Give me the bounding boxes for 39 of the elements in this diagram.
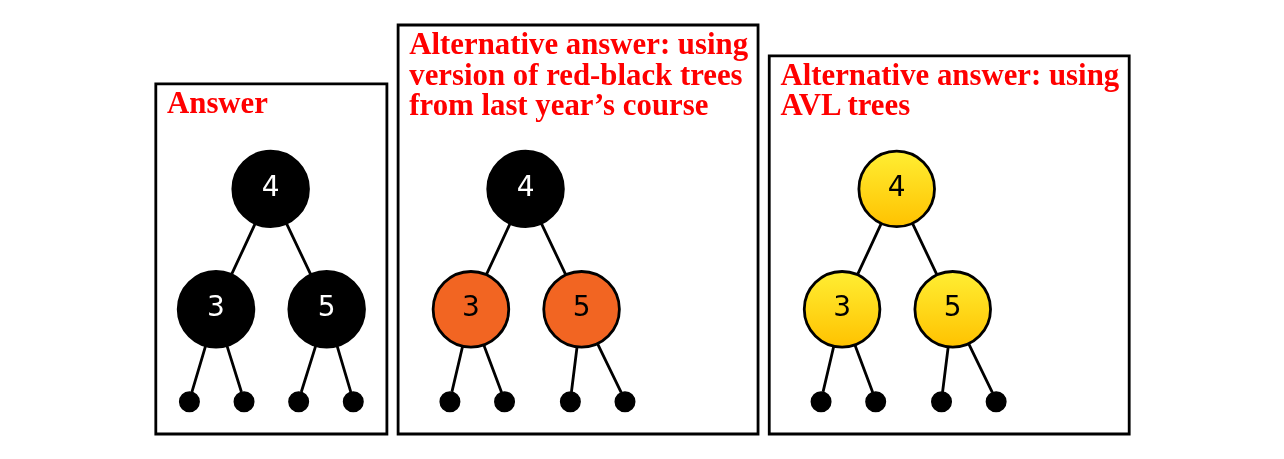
connector <box>335 345 352 393</box>
node-circle <box>985 391 1007 413</box>
connector <box>855 223 882 276</box>
connector <box>190 345 207 393</box>
node-circle: 5 <box>913 270 992 349</box>
connector <box>596 343 622 394</box>
node-circle: 5 <box>541 270 621 349</box>
node-circle: 3 <box>431 270 510 349</box>
node-circle: 5 <box>286 270 366 349</box>
node-circle <box>438 391 460 413</box>
node-circle <box>342 391 364 413</box>
node-circle <box>287 391 309 413</box>
node-circle <box>178 391 200 413</box>
node-circle <box>493 391 515 413</box>
node-circle <box>930 391 952 413</box>
connector <box>284 223 312 276</box>
node-circle <box>614 391 635 413</box>
connector <box>482 344 503 393</box>
node-circle <box>810 391 832 413</box>
connector <box>225 345 243 393</box>
connector <box>821 346 835 393</box>
node-circle <box>864 391 886 413</box>
node-circle: 3 <box>176 270 255 349</box>
node-circle <box>233 391 255 413</box>
connector <box>299 345 317 393</box>
connector <box>484 223 511 276</box>
connector <box>569 347 578 393</box>
connector <box>853 344 874 393</box>
connector <box>450 346 464 393</box>
node-circle: 4 <box>857 149 936 229</box>
connector <box>539 223 567 276</box>
node-circle: 4 <box>230 149 310 229</box>
connector <box>910 223 938 276</box>
connector <box>967 343 994 394</box>
connector <box>940 347 950 393</box>
node-circle <box>559 391 581 413</box>
connector <box>229 223 256 276</box>
node-circle: 3 <box>802 270 881 349</box>
node-circle: 4 <box>485 149 565 229</box>
